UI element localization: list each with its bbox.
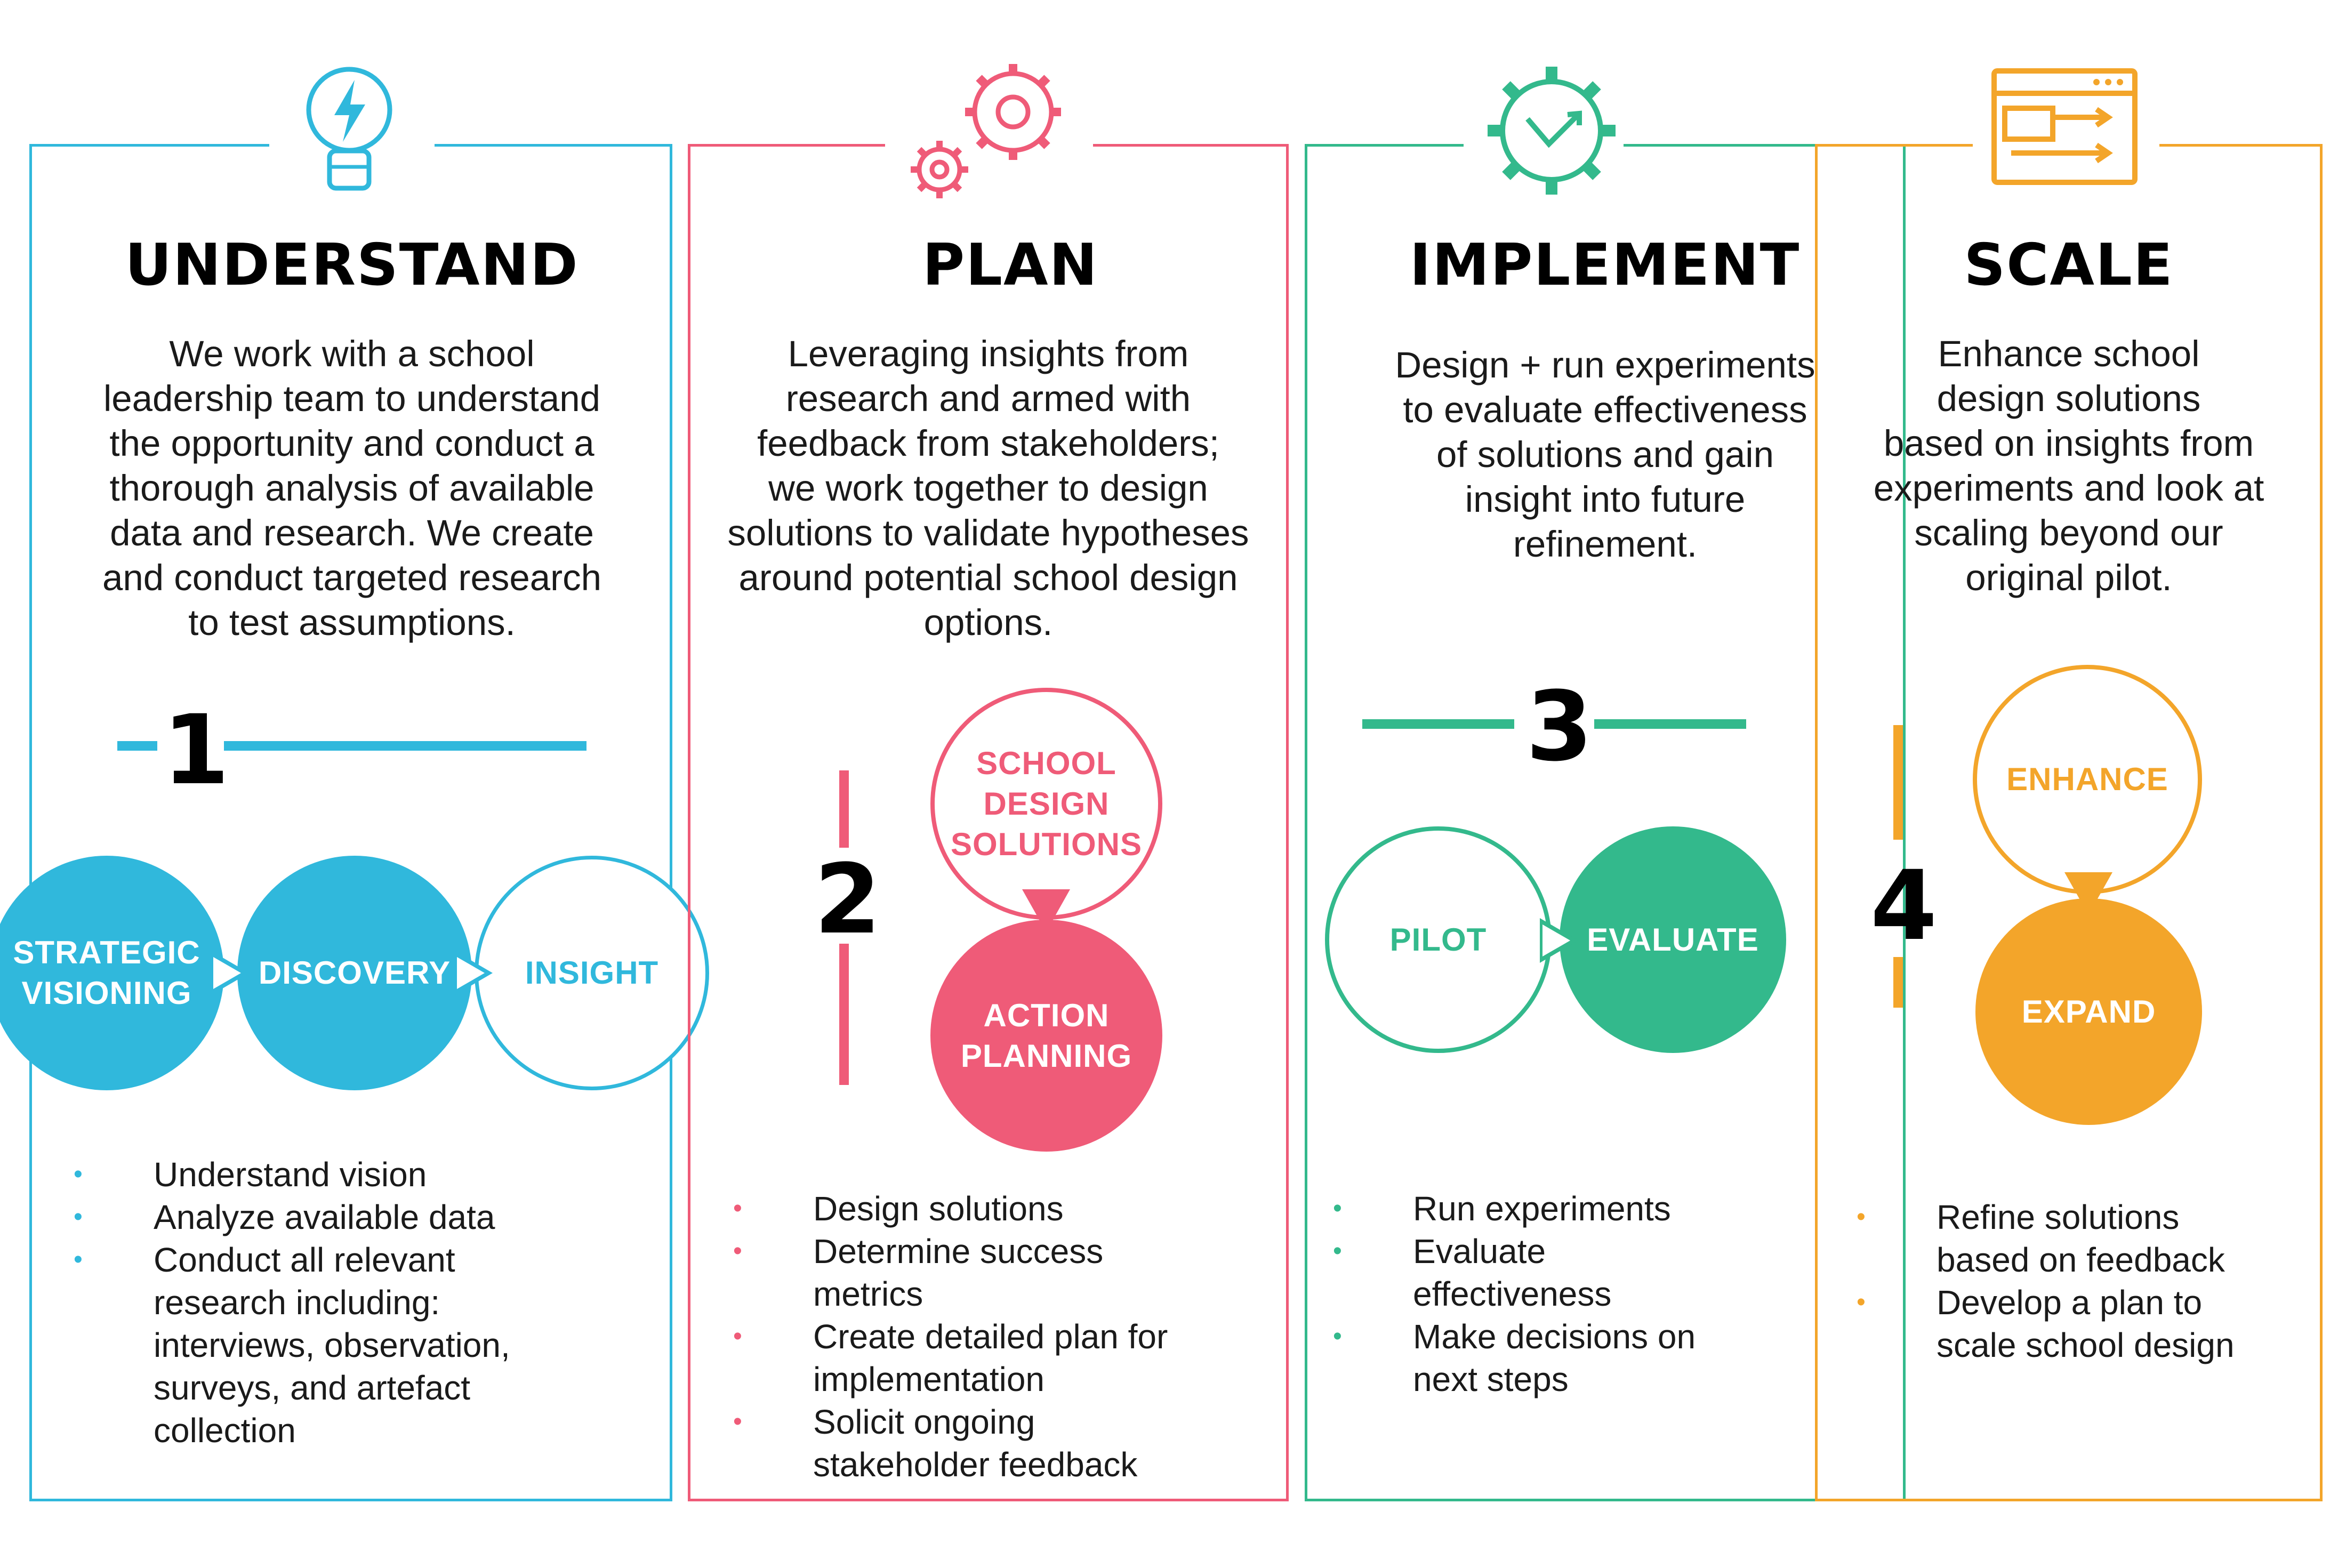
arrow-right-icon: [457, 957, 485, 989]
implement-title: IMPLEMENT: [1409, 232, 1801, 299]
step-3-line-right: [1594, 719, 1746, 729]
circle-discovery: DISCOVERY: [237, 856, 472, 1090]
circle-evaluate: EVALUATE: [1560, 826, 1786, 1053]
plan-description: Leveraging insights from research and ar…: [727, 333, 1249, 643]
implement-description: Design + run experiments to evaluate eff…: [1395, 344, 1815, 565]
step-number-1: 1: [163, 695, 230, 806]
arrow-right-icon: [213, 957, 241, 989]
understand-bullet-list: •Understand vision •Analyze available da…: [74, 1153, 510, 1452]
list-item: •Analyze available data: [74, 1198, 495, 1236]
circle-insight: INSIGHT: [475, 856, 709, 1090]
gear-check-icon: [1488, 67, 1616, 195]
step-2-line-top: [839, 770, 849, 848]
list-item: •Design solutions: [733, 1189, 1064, 1228]
arrow-down-icon: [2071, 873, 2106, 904]
list-item: •Run experiments: [1333, 1189, 1671, 1228]
scale-title: SCALE: [1964, 232, 2174, 299]
browser-window-icon: [1991, 68, 2138, 185]
understand-title: UNDERSTAND: [125, 232, 579, 299]
understand-description: We work with a school leadership team to…: [102, 333, 601, 643]
step-1-line-right: [224, 741, 586, 751]
scale-description: Enhance school design solutions based on…: [1873, 333, 2264, 598]
step-4-line-bottom: [1893, 957, 1903, 1008]
circle-enhance: ENHANCE: [1973, 665, 2202, 894]
lightbulb-icon: [306, 67, 392, 191]
step-1-line-left: [117, 741, 157, 751]
arrow-right-icon: [1542, 924, 1570, 956]
step-number-2: 2: [814, 844, 881, 955]
step-2-line-bottom: [839, 944, 849, 1085]
step-number-4: 4: [1870, 850, 1938, 962]
step-3-line-left: [1362, 719, 1514, 729]
plan-title: PLAN: [922, 232, 1098, 299]
circle-pilot: PILOT: [1325, 826, 1552, 1053]
circle-expand: EXPAND: [1975, 898, 2202, 1125]
gears-icon: [911, 64, 1061, 198]
step-number-3: 3: [1526, 671, 1593, 783]
step-4-line-top: [1893, 725, 1903, 840]
list-item: •Understand vision: [74, 1155, 427, 1194]
arrow-down-icon: [1029, 890, 1063, 921]
